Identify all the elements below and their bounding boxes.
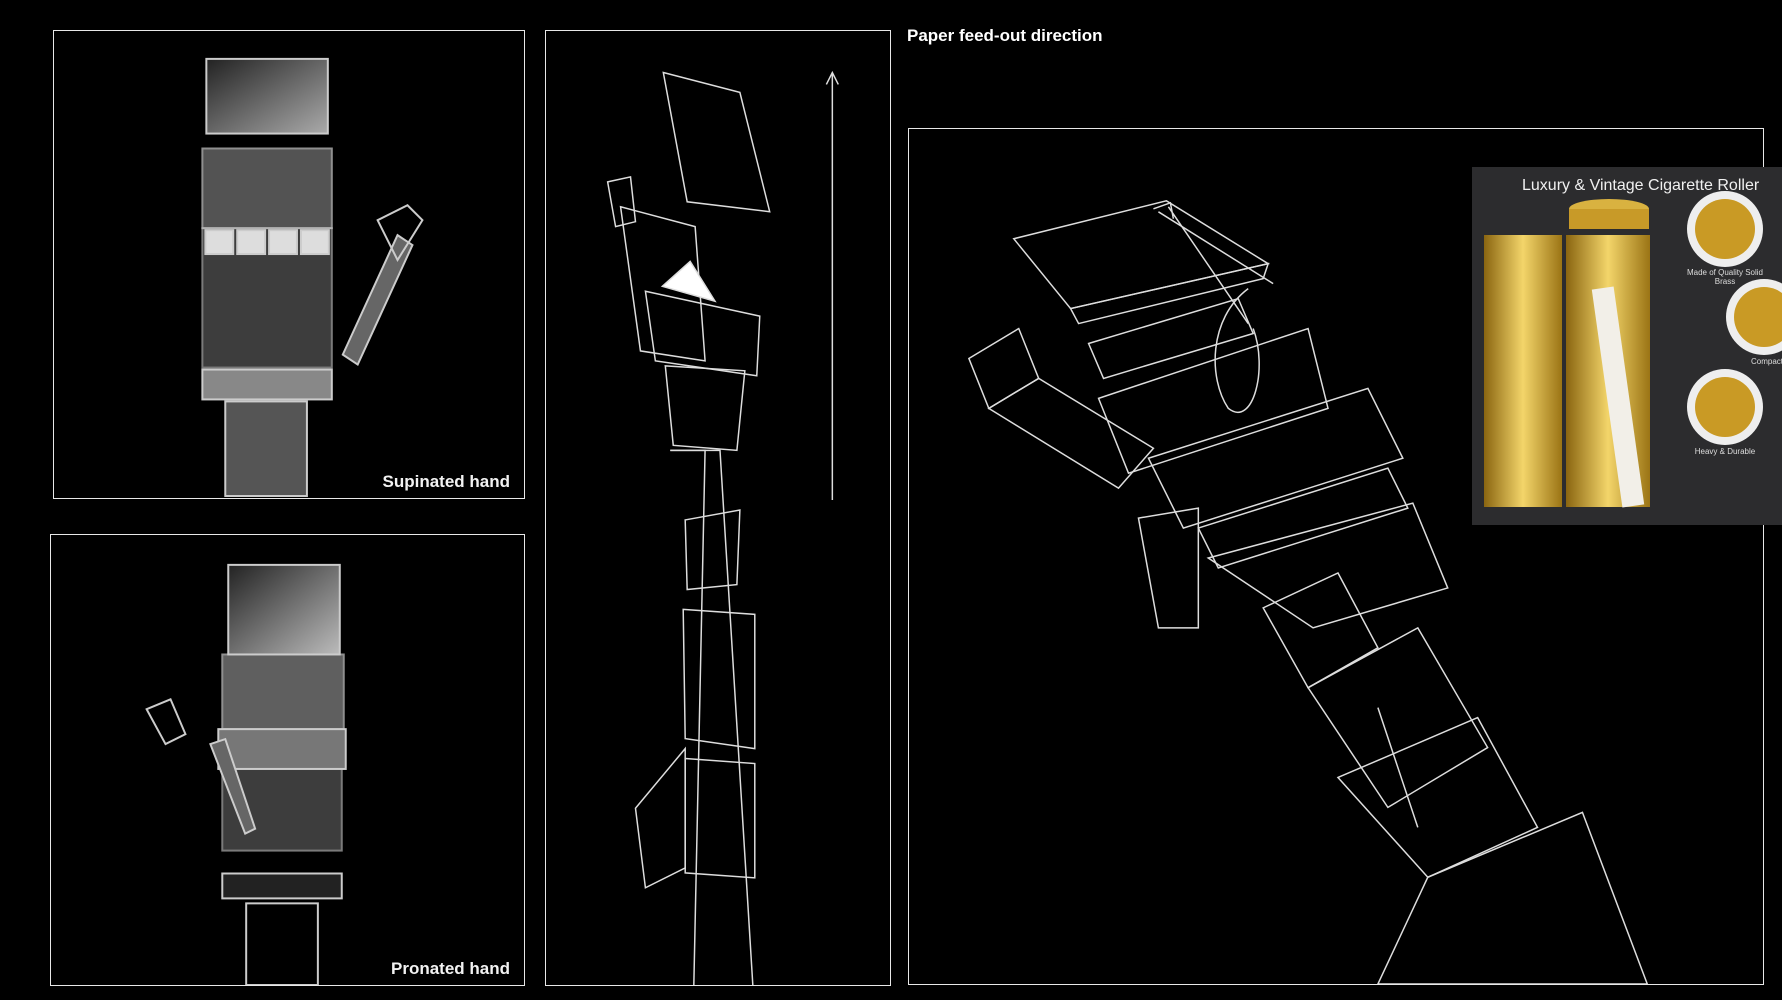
feature-label: Made of Quality Solid Brass xyxy=(1686,268,1764,286)
side-view-wireframe xyxy=(606,70,839,985)
supinated-device-render xyxy=(201,57,424,498)
pronated-device-render xyxy=(145,563,347,985)
paper-feed-direction-caption: Paper feed-out direction xyxy=(907,26,1103,45)
supinated-hand-panel: Supinated hand xyxy=(53,30,525,499)
product-title: Luxury & Vintage Cigarette Roller xyxy=(1522,177,1760,194)
feature-label: Heavy & Durable xyxy=(1694,447,1756,456)
supinated-hand-label: Supinated hand xyxy=(382,472,511,491)
pronated-hand-panel: Pronated hand xyxy=(50,534,525,986)
product-reference-image: Luxury & Vintage Cigarette Roller Made o… xyxy=(1472,167,1782,525)
feature-label: Compact xyxy=(1750,357,1782,366)
side-view-panel xyxy=(545,30,891,986)
isometric-view-panel xyxy=(908,128,1764,985)
brass-roller-illustration xyxy=(1484,191,1782,508)
pronated-hand-label: Pronated hand xyxy=(390,959,510,978)
isometric-wireframe xyxy=(967,200,1649,984)
